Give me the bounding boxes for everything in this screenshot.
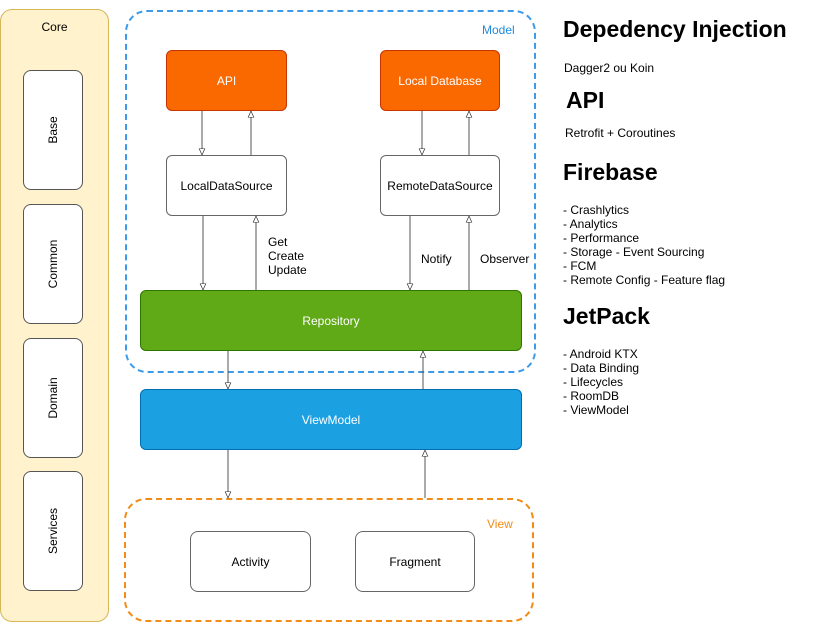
api-text: Retrofit + Coroutines	[565, 126, 676, 140]
activity-box-label: Activity	[231, 554, 270, 569]
model-group	[125, 10, 536, 373]
di-title: Depedency Injection	[563, 16, 787, 42]
jetpack-list-item: - RoomDB	[563, 389, 620, 403]
edge-label-observer: Observer	[480, 252, 530, 266]
edge-label-get-create-update: Get Create Update	[268, 235, 307, 277]
di-text: Dagger2 ou Koin	[564, 61, 655, 75]
remote-data-source-box-label: RemoteDataSource	[387, 178, 493, 193]
firebase-list: - Crashlytics - Analytics - Performance …	[563, 203, 725, 287]
firebase-list-item: - Remote Config - Feature flag	[563, 273, 726, 287]
remote-data-source-box: RemoteDataSource	[380, 155, 500, 216]
core-title: Core	[41, 20, 68, 34]
fragment-box: Fragment	[355, 531, 475, 592]
api-title: API	[566, 87, 605, 113]
core-item-services: Services	[23, 471, 83, 591]
edge-label-notify: Notify	[421, 252, 452, 266]
api-box-label: API	[216, 73, 237, 88]
edge-label-get: Get	[268, 235, 288, 249]
firebase-title: Firebase	[563, 159, 658, 185]
local-database-box: Local Database	[380, 50, 500, 111]
firebase-list-item: - Analytics	[563, 217, 618, 231]
core-item-base: Base	[23, 70, 83, 190]
jetpack-list-item: - Data Binding	[563, 361, 640, 375]
viewmodel-box: ViewModel	[140, 389, 522, 450]
fragment-box-label: Fragment	[389, 554, 441, 569]
jetpack-list-item: - Android KTX	[563, 347, 638, 361]
edge-label-create: Create	[268, 249, 305, 263]
local-database-box-label: Local Database	[398, 73, 482, 88]
view-group-label: View	[487, 517, 513, 531]
core-item-common: Common	[23, 204, 83, 324]
firebase-list-item: - Performance	[563, 231, 640, 245]
local-data-source-box-label: LocalDataSource	[180, 178, 273, 193]
model-group-label: Model	[482, 23, 515, 37]
firebase-list-item: - Crashlytics	[563, 203, 630, 217]
firebase-list-item: - Storage - Event Sourcing	[563, 245, 705, 259]
repository-box: Repository	[140, 290, 522, 351]
view-group	[124, 498, 534, 622]
jetpack-list: - Android KTX - Data Binding - Lifecycle…	[563, 347, 639, 417]
jetpack-list-item: - ViewModel	[563, 403, 629, 417]
firebase-list-item: - FCM	[563, 259, 597, 273]
jetpack-list-item: - Lifecycles	[563, 375, 624, 389]
api-box: API	[166, 50, 287, 111]
local-data-source-box: LocalDataSource	[166, 155, 287, 216]
edge-label-update: Update	[268, 263, 307, 277]
core-item-domain: Domain	[23, 338, 83, 458]
repository-box-label: Repository	[302, 313, 360, 328]
jetpack-title: JetPack	[563, 303, 650, 329]
activity-box: Activity	[190, 531, 311, 592]
viewmodel-box-label: ViewModel	[301, 412, 361, 427]
